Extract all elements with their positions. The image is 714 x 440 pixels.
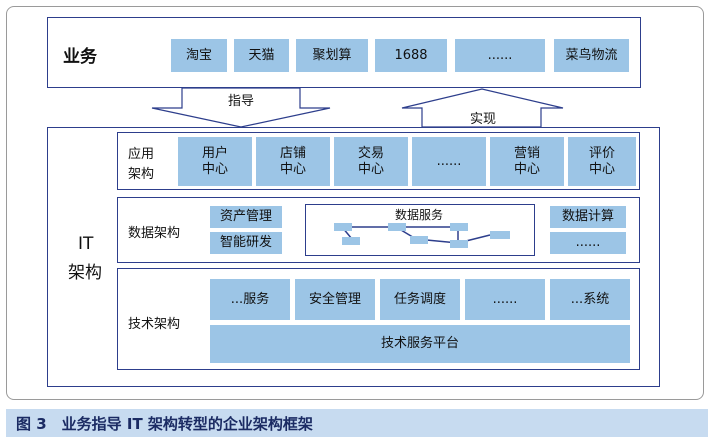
tech-architecture-label: 技术架构	[128, 317, 181, 332]
network-node	[334, 223, 352, 231]
app-item-line2: 中心	[279, 161, 306, 177]
figure-caption: 图 3 业务指导 IT 架构转型的企业架构框架	[6, 409, 708, 437]
app-architecture-box: 应用 架构 用户 中心 店铺 中心 交易 中心 ...... 营销 中心 评价 …	[117, 132, 640, 190]
app-item-line1: 交易	[357, 145, 384, 161]
data-service-panel: 数据服务	[305, 204, 535, 256]
tech-architecture-box: 技术架构 ...服务 安全管理 任务调度 ...... ...系统 技术服务平台	[117, 268, 640, 370]
tech-item-scheduling: 任务调度	[380, 279, 460, 320]
app-item-shop-center: 店铺 中心	[256, 137, 330, 186]
tech-service-platform: 技术服务平台	[210, 325, 630, 363]
tech-item-security: 安全管理	[295, 279, 375, 320]
app-item-trade-center: 交易 中心	[334, 137, 408, 186]
app-item-line1: 店铺	[279, 145, 306, 161]
network-node	[342, 237, 360, 245]
data-item-asset-management: 资产管理	[210, 206, 282, 228]
business-item-cainiao: 菜鸟物流	[554, 39, 629, 72]
network-node	[490, 231, 510, 239]
it-label-line1: IT	[78, 234, 94, 254]
data-item-intelligent-rd: 智能研发	[210, 232, 282, 254]
business-item-tmall: 天猫	[234, 39, 289, 72]
network-node	[450, 223, 468, 231]
app-item-line2: 中心	[513, 161, 540, 177]
tech-item-services: ...服务	[210, 279, 290, 320]
data-architecture-box: 数据架构 资产管理 智能研发 数据服务 数据计算 ......	[117, 197, 640, 263]
app-item-user-center: 用户 中心	[178, 137, 252, 186]
business-item-ellipsis: ......	[455, 39, 545, 72]
network-node	[450, 240, 468, 248]
network-node	[388, 223, 406, 231]
app-item-review-center: 评价 中心	[568, 137, 636, 186]
app-item-line2: 中心	[201, 161, 228, 177]
app-item-line1: 用户	[201, 145, 228, 161]
app-item-line2: 中心	[357, 161, 384, 177]
it-label-line2: 架构	[68, 263, 102, 283]
guide-arrow-label: 指导	[228, 94, 255, 109]
realize-arrow-label: 实现	[470, 112, 497, 127]
app-architecture-label-line2: 架构	[128, 167, 155, 182]
data-service-title: 数据服务	[395, 208, 444, 222]
app-architecture-label-line1: 应用	[128, 147, 155, 162]
business-label: 业务	[63, 47, 97, 67]
app-item-line1: 评价	[588, 145, 615, 161]
business-item-juhuasuan: 聚划算	[296, 39, 368, 72]
app-item-marketing-center: 营销 中心	[490, 137, 564, 186]
data-item-ellipsis: ......	[550, 232, 626, 254]
business-box: 业务 淘宝 天猫 聚划算 1688 ...... 菜鸟物流	[47, 17, 641, 88]
app-item-line1: ......	[436, 153, 462, 169]
app-item-line1: 营销	[513, 145, 540, 161]
tech-item-systems: ...系统	[550, 279, 630, 320]
business-item-taobao: 淘宝	[171, 39, 227, 72]
network-node	[410, 236, 428, 244]
tech-item-ellipsis: ......	[465, 279, 545, 320]
data-service-network	[334, 223, 510, 248]
app-item-line2: 中心	[588, 161, 615, 177]
app-item-ellipsis: ......	[412, 137, 486, 186]
data-architecture-label: 数据架构	[128, 226, 181, 241]
business-item-1688: 1688	[375, 39, 447, 72]
data-item-data-compute: 数据计算	[550, 206, 626, 228]
